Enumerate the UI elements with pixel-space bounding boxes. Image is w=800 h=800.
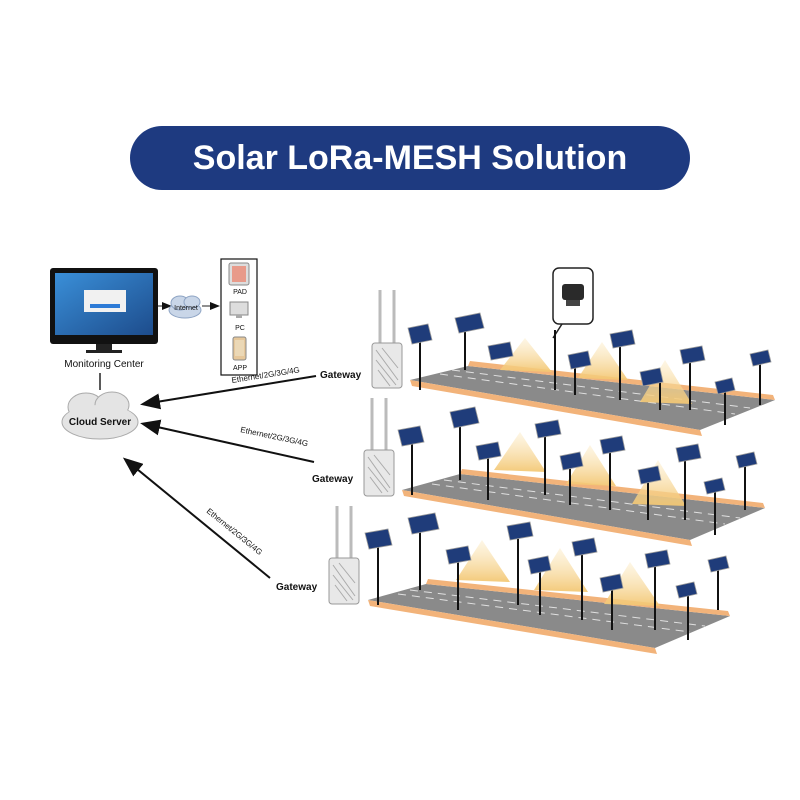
gateway-label-1: Gateway [320, 370, 362, 381]
phone-icon [232, 336, 247, 361]
gateway-device-icon [363, 398, 395, 497]
pc-icon [229, 301, 249, 318]
road-section-2 [402, 432, 765, 546]
cloud-server-icon [61, 391, 139, 440]
lora-node-icon [552, 267, 594, 339]
link-arrow-1 [140, 375, 317, 410]
link-label-2: Ethernet/2G/3G/4G [240, 425, 309, 448]
solar-panel-icon [364, 312, 772, 599]
internet-label: Internet [174, 305, 198, 312]
monitor-icon [50, 268, 158, 353]
gateway-label-2: Gateway [312, 474, 354, 485]
internet-cloud-icon [168, 295, 202, 319]
cloud-server-label: Cloud Server [69, 417, 131, 428]
road-section-1 [410, 338, 775, 436]
monitoring-center-label: Monitoring Center [64, 359, 144, 370]
title-text: Solar LoRa-MESH Solution [192, 138, 628, 177]
gateway-device-icon [371, 290, 403, 389]
device-label-app: APP [233, 365, 247, 372]
gateway-device-icon [328, 506, 360, 605]
link-arrow-3 [122, 457, 271, 579]
device-label-pad: PAD [233, 289, 247, 296]
gateway-label-3: Gateway [276, 582, 318, 593]
road-section-3 [368, 540, 730, 654]
device-label-pc: PC [235, 325, 245, 332]
title-banner: Solar LoRa-MESH Solution [130, 126, 690, 190]
tablet-icon [228, 262, 250, 286]
link-arrow-2 [140, 419, 315, 463]
